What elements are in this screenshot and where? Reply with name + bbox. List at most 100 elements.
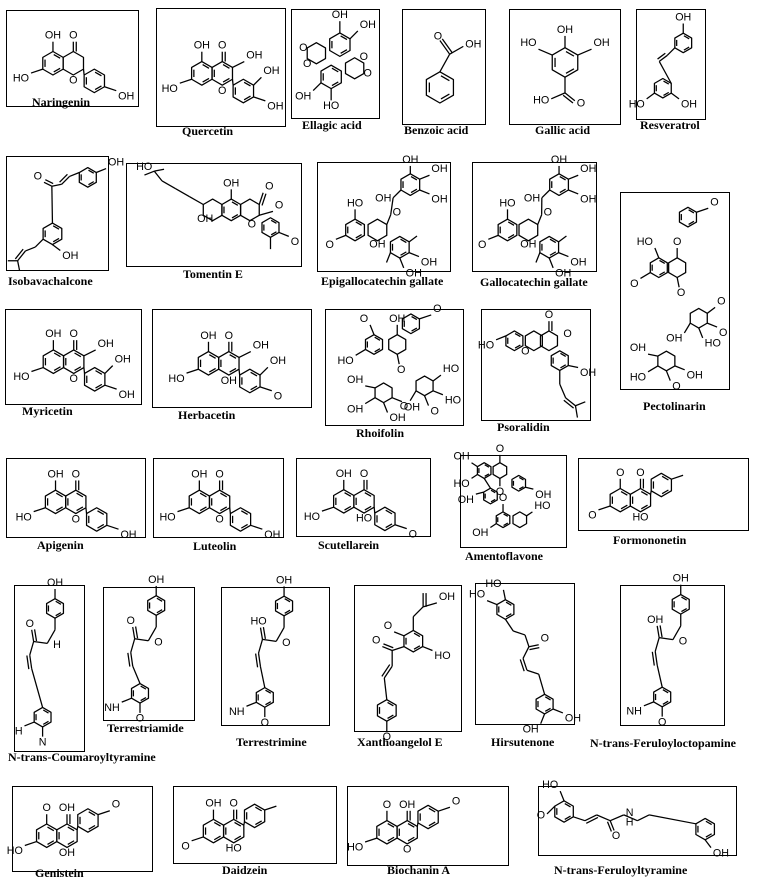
galloyl-ring bbox=[549, 173, 570, 197]
ring-b bbox=[539, 235, 560, 259]
ring-c bbox=[211, 60, 234, 86]
compound-name: Rhoifolin bbox=[356, 426, 405, 440]
bond bbox=[364, 397, 376, 405]
double-bond bbox=[564, 803, 571, 808]
atom-label: HO bbox=[7, 845, 23, 857]
atom-label: OH bbox=[570, 256, 586, 268]
bond bbox=[475, 491, 484, 495]
atom-label: HO bbox=[168, 373, 184, 385]
bond bbox=[698, 327, 704, 339]
ring-d bbox=[550, 350, 569, 372]
atom-label: OH bbox=[270, 355, 286, 367]
bond bbox=[504, 618, 514, 632]
double-bond bbox=[222, 77, 230, 83]
double-bond bbox=[681, 596, 688, 601]
double-bond bbox=[387, 701, 394, 707]
bond bbox=[186, 368, 199, 374]
bond bbox=[29, 655, 33, 669]
bond bbox=[568, 174, 579, 180]
bond bbox=[134, 638, 149, 642]
bond bbox=[238, 351, 252, 359]
bond bbox=[438, 806, 451, 812]
bond bbox=[495, 335, 507, 341]
double-bond bbox=[374, 348, 381, 353]
double-bond bbox=[240, 523, 248, 529]
bond bbox=[486, 600, 498, 606]
atom-label: O bbox=[225, 330, 233, 342]
compound-name: Amentoflavone bbox=[465, 549, 543, 563]
double-bond bbox=[705, 820, 712, 826]
atom-label: OH bbox=[681, 99, 697, 111]
compound-name: Biochanin A bbox=[387, 863, 451, 877]
double-bond bbox=[620, 504, 628, 510]
atom-label: O bbox=[710, 196, 718, 208]
double-bond bbox=[250, 371, 258, 377]
bond bbox=[537, 214, 543, 225]
atom-label: HO bbox=[629, 99, 645, 111]
ring-c bbox=[629, 487, 652, 513]
double-bond bbox=[620, 490, 628, 496]
ring-a bbox=[496, 599, 515, 620]
atom-label: O bbox=[496, 486, 504, 498]
double-bond bbox=[562, 94, 574, 104]
atom-label: O bbox=[630, 278, 638, 290]
bond bbox=[706, 306, 716, 314]
bond bbox=[259, 366, 269, 376]
ring-a bbox=[554, 800, 574, 823]
atom-label: O bbox=[70, 373, 78, 385]
double-bond bbox=[560, 352, 567, 357]
double-bond bbox=[42, 709, 49, 714]
atom-label: HO bbox=[499, 197, 515, 209]
atom-label: OH bbox=[535, 489, 551, 501]
atom-label: HO bbox=[478, 340, 494, 352]
double-bond bbox=[381, 664, 391, 677]
atom-label: OH bbox=[406, 268, 422, 280]
double-bond bbox=[134, 626, 139, 639]
ring-b bbox=[695, 817, 716, 841]
bond bbox=[573, 816, 586, 822]
furan-ring bbox=[524, 330, 543, 352]
ring-a bbox=[649, 257, 668, 279]
bond bbox=[538, 48, 553, 56]
double-bond bbox=[410, 176, 418, 181]
ring-b bbox=[83, 68, 106, 94]
atom-label: O bbox=[658, 716, 666, 728]
double-bond bbox=[507, 221, 515, 226]
atom-label: O bbox=[72, 513, 80, 525]
double-bond bbox=[490, 489, 496, 494]
atom-label: NH bbox=[229, 706, 245, 718]
double-bond bbox=[331, 81, 339, 87]
double-bond bbox=[53, 352, 61, 358]
double-bond bbox=[688, 209, 695, 214]
compound-name: Daidzein bbox=[222, 863, 268, 877]
bond bbox=[132, 626, 136, 639]
bond bbox=[584, 814, 597, 822]
double-bond bbox=[42, 720, 49, 725]
double-bond bbox=[519, 659, 525, 672]
bond bbox=[264, 805, 277, 811]
atom-label: O bbox=[72, 468, 80, 480]
ring-c bbox=[222, 818, 245, 844]
double-bond bbox=[55, 492, 63, 498]
atom-label: HO bbox=[630, 372, 646, 384]
double-bond bbox=[663, 91, 670, 96]
bond bbox=[259, 627, 264, 640]
double-bond bbox=[331, 67, 339, 73]
double-bond bbox=[364, 505, 372, 511]
double-bond bbox=[385, 523, 393, 529]
atom-label: O bbox=[303, 58, 311, 70]
bond bbox=[649, 490, 652, 495]
double-bond bbox=[47, 840, 55, 845]
double-bond bbox=[505, 613, 512, 618]
double-bond bbox=[76, 506, 84, 512]
double-bond bbox=[250, 385, 258, 391]
bond bbox=[369, 324, 375, 335]
double-bond bbox=[559, 188, 566, 194]
atom-label: H bbox=[626, 816, 634, 828]
